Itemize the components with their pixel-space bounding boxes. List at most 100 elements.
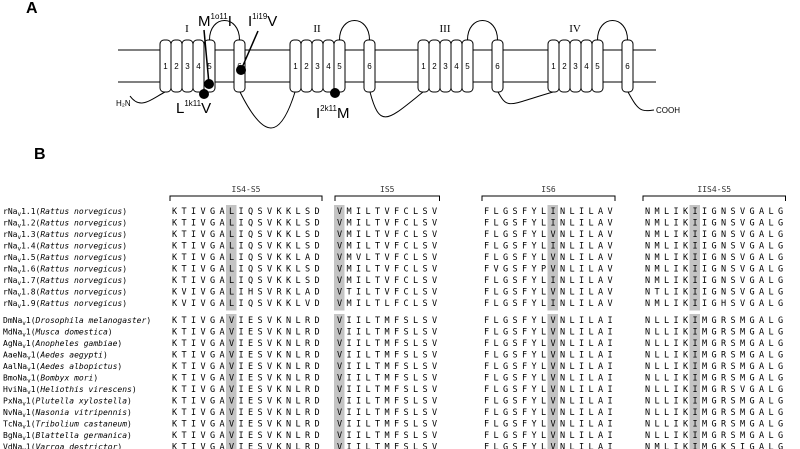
species-label: BmoNav1(Bombyx mori)	[3, 374, 98, 385]
domain-label: III	[440, 23, 451, 35]
segment-label: 2	[174, 62, 179, 71]
mutation-label: I1i19V	[248, 12, 277, 30]
intracellular-linker	[497, 91, 554, 105]
segment-label: 4	[454, 62, 459, 71]
species-label: BgNav1(Blattella germanica)	[3, 431, 132, 442]
mutation-label: L1k11V	[176, 99, 211, 117]
domain-label: I	[185, 23, 189, 35]
species-label: rNav1.9(Rattus norvegicus)	[3, 299, 127, 310]
alignment-row: VdNav1(Varroa destrictor) KTIVGAVIESVKNLR…	[3, 443, 783, 449]
species-label: PxNav1(Plutella xylostella)	[3, 397, 132, 408]
species-label: TcNav1(Tribolium castaneum)	[3, 420, 132, 431]
segment-label: 5	[337, 62, 342, 71]
species-label: rNav1.1(Rattus norvegicus)	[3, 207, 127, 218]
mutation-site-dot	[199, 89, 209, 99]
segment-label: 2	[562, 62, 567, 71]
segment-label: 4	[584, 62, 589, 71]
mutation-label: I2k11M	[316, 104, 349, 122]
segment-label: 4	[196, 62, 201, 71]
intracellular-linker	[239, 91, 296, 129]
region-label: IS6	[541, 185, 556, 194]
panel-a-label: A	[26, 0, 38, 17]
segment-label: 1	[551, 62, 556, 71]
domain-label: II	[313, 23, 321, 35]
highlighted-column	[689, 205, 700, 311]
species-label: rNav1.4(Rattus norvegicus)	[3, 242, 127, 253]
species-label: VdNav1(Varroa destrictor)	[3, 443, 122, 449]
mutation-label: M1o11I	[198, 12, 232, 30]
species-label: NvNav1(Nasonia vitripennis)	[3, 408, 132, 419]
intracellular-linker	[129, 91, 166, 104]
segment-label: 1	[163, 62, 168, 71]
highlighted-column	[226, 205, 237, 311]
region-bracket	[642, 195, 786, 201]
species-label: rNav1.2(Rattus norvegicus)	[3, 219, 127, 230]
segment-label: 6	[495, 62, 500, 71]
species-label: rNav1.6(Rattus norvegicus)	[3, 265, 127, 276]
topology-diagram: 123456I123456II123456III123456IV H₂N COO…	[116, 12, 680, 129]
pore-loop	[467, 20, 498, 41]
region-bracket	[334, 195, 440, 201]
segment-label: 1	[421, 62, 426, 71]
domain-label: IV	[569, 23, 581, 35]
mutation-site-dot	[204, 79, 214, 89]
panel-b-label: B	[34, 146, 46, 163]
highlighted-column	[226, 314, 237, 449]
